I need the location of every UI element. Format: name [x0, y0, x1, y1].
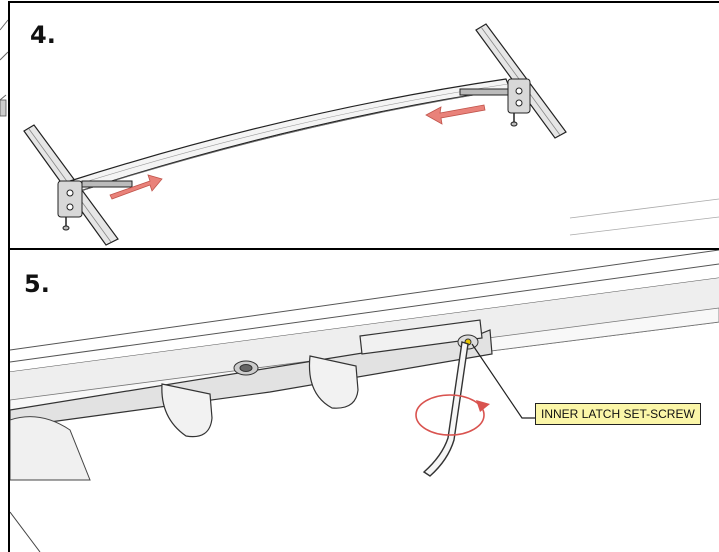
- slide-arrow-right: [425, 104, 486, 125]
- step-4-illustration: [23, 23, 719, 246]
- step-5-panel: 5.: [8, 248, 719, 552]
- step-5-illustration: [10, 250, 719, 552]
- slide-arrow-left: [109, 174, 163, 200]
- hook-right: [308, 355, 359, 409]
- inner-latch-set-screw-callout: INNER LATCH SET-SCREW: [535, 403, 701, 425]
- hook-left: [161, 383, 213, 438]
- right-latch: [459, 78, 531, 127]
- left-latch: [57, 180, 133, 231]
- left-edge-fragment: [0, 19, 8, 117]
- step-5-number: 5.: [24, 270, 50, 298]
- step-4-number: 4.: [30, 21, 56, 49]
- callout-leader: [471, 343, 536, 419]
- step-4-panel: 4.: [8, 1, 719, 248]
- crossbar: [69, 78, 511, 194]
- rotation-arrow: [415, 394, 490, 436]
- allen-key: [422, 341, 469, 477]
- round-knob: [233, 360, 259, 376]
